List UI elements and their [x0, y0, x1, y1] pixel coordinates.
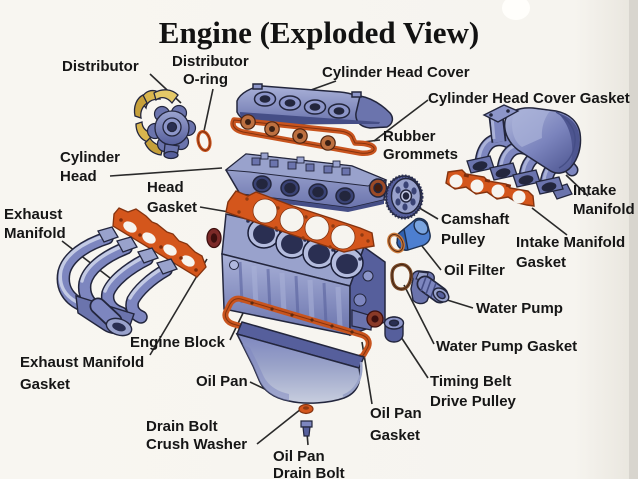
- svg-text:Engine (Exploded View): Engine (Exploded View): [159, 15, 479, 50]
- svg-text:Distributor: Distributor: [62, 58, 139, 75]
- svg-text:Oil Filter: Oil Filter: [444, 262, 505, 279]
- svg-text:Head: Head: [147, 179, 184, 196]
- svg-text:Gasket: Gasket: [20, 376, 70, 393]
- svg-text:Cylinder Head Cover Gasket: Cylinder Head Cover Gasket: [428, 90, 630, 107]
- svg-text:Gasket: Gasket: [370, 427, 420, 444]
- svg-text:Head: Head: [60, 168, 97, 185]
- svg-text:Gasket: Gasket: [516, 254, 566, 271]
- svg-text:Gasket: Gasket: [147, 199, 197, 216]
- svg-text:O-ring: O-ring: [183, 71, 228, 88]
- svg-text:Water Pump Gasket: Water Pump Gasket: [436, 338, 577, 355]
- svg-text:Oil Pan: Oil Pan: [196, 373, 248, 390]
- svg-text:Timing Belt: Timing Belt: [430, 373, 511, 390]
- svg-text:Engine Block: Engine Block: [130, 334, 226, 351]
- svg-text:Oil Pan: Oil Pan: [273, 448, 325, 465]
- svg-text:Grommets: Grommets: [383, 146, 458, 163]
- svg-text:Drive Pulley: Drive Pulley: [430, 393, 517, 410]
- svg-text:Exhaust: Exhaust: [4, 206, 62, 223]
- svg-text:Pulley: Pulley: [441, 231, 486, 248]
- svg-text:Exhaust Manifold: Exhaust Manifold: [20, 354, 144, 371]
- svg-text:Cylinder: Cylinder: [60, 149, 120, 166]
- svg-text:Distributor: Distributor: [172, 53, 249, 70]
- svg-text:Rubber: Rubber: [383, 128, 436, 145]
- svg-text:Oil Pan: Oil Pan: [370, 405, 422, 422]
- svg-text:Intake: Intake: [573, 182, 616, 199]
- svg-text:Water Pump: Water Pump: [476, 300, 563, 317]
- svg-text:Crush Washer: Crush Washer: [146, 436, 247, 453]
- svg-text:Manifold: Manifold: [573, 201, 635, 218]
- svg-text:Manifold: Manifold: [4, 225, 66, 242]
- svg-text:Cylinder Head Cover: Cylinder Head Cover: [322, 64, 470, 81]
- svg-text:Camshaft: Camshaft: [441, 211, 509, 228]
- svg-text:Intake Manifold: Intake Manifold: [516, 234, 625, 251]
- svg-text:Drain Bolt: Drain Bolt: [273, 465, 345, 479]
- svg-text:Drain Bolt: Drain Bolt: [146, 418, 218, 435]
